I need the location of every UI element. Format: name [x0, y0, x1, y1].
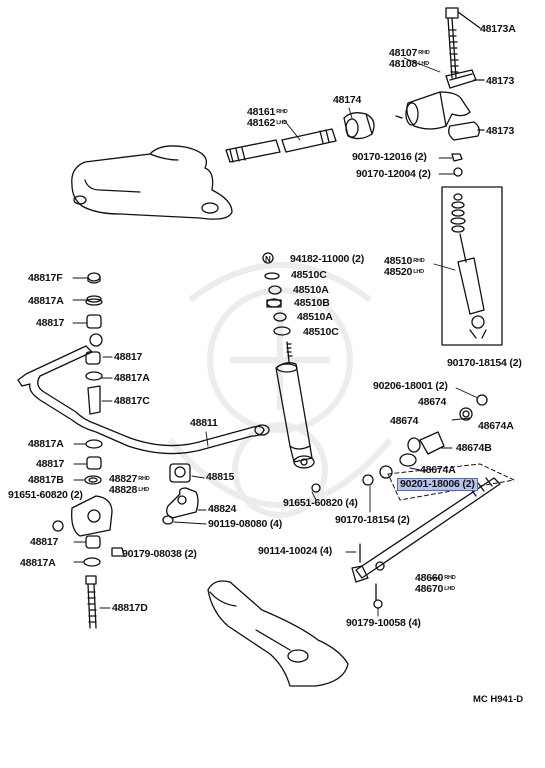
stopper-upper	[445, 69, 477, 89]
label-48817-4[interactable]: 48817	[30, 536, 59, 548]
label-48674A-2[interactable]: 48674A	[420, 464, 456, 476]
label-48674B[interactable]: 48674B	[456, 442, 492, 454]
svg-text:N: N	[265, 255, 271, 264]
stabilizer-bar	[17, 345, 270, 455]
label-90170-18154-top[interactable]: 90170-18154 (2)	[447, 357, 522, 369]
label-48510A-top[interactable]: 48510A	[293, 284, 329, 296]
label-90170-12016[interactable]: 90170-12016 (2)	[352, 151, 427, 163]
label-90170-18154-bottom[interactable]: 90170-18154 (2)	[335, 514, 410, 526]
shock-absorber	[275, 341, 315, 469]
label-48107[interactable]: 48107RHD	[389, 47, 430, 59]
label-90114-10024[interactable]: 90114-10024 (4)	[258, 545, 333, 557]
label-48510A-bottom[interactable]: 48510A	[297, 311, 333, 323]
lower-control-arm	[207, 580, 349, 687]
label-48674A-1[interactable]: 48674A	[478, 420, 514, 432]
upper-bushing	[343, 112, 375, 140]
label-48674-1[interactable]: 48674	[418, 396, 447, 408]
label-48173A[interactable]: 48173A	[480, 23, 516, 35]
label-94182-11000[interactable]: 94182-11000 (2)	[290, 253, 365, 265]
label-48660[interactable]: 48660RHD	[415, 572, 456, 584]
nut-90170-12004	[453, 167, 463, 177]
label-48817F[interactable]: 48817F	[28, 272, 63, 284]
label-48827[interactable]: 48827RHD	[109, 473, 150, 485]
label-48828[interactable]: 48828LHD	[109, 484, 149, 496]
bushing-stack: N	[262, 252, 291, 336]
label-48811[interactable]: 48811	[190, 417, 218, 429]
label-48510B[interactable]: 48510B	[294, 297, 330, 309]
label-48674-2[interactable]: 48674	[390, 415, 419, 427]
label-90170-12004[interactable]: 90170-12004 (2)	[356, 168, 431, 180]
label-91651-60820-right[interactable]: 91651-60820 (4)	[283, 497, 358, 509]
label-90179-08038[interactable]: 90179-08038 (2)	[122, 548, 197, 560]
upper-arm-shaft	[225, 128, 337, 163]
stabilizer-link-parts	[52, 272, 125, 629]
label-48817-1[interactable]: 48817	[36, 317, 65, 329]
label-90201-18006-highlighted[interactable]: 90201-18006 (2)	[397, 478, 478, 491]
label-48817-2[interactable]: 48817	[114, 351, 143, 363]
label-48817C[interactable]: 48817C	[114, 395, 150, 407]
label-48510C-bottom[interactable]: 48510C	[303, 326, 339, 338]
label-90119-08080[interactable]: 90119-08080 (4)	[208, 518, 283, 530]
upper-control-arm	[71, 145, 233, 220]
strut-bar-bushings	[311, 394, 488, 493]
label-48817D[interactable]: 48817D	[112, 602, 148, 614]
label-48173-upper[interactable]: 48173	[486, 75, 515, 87]
label-48817-3[interactable]: 48817	[36, 458, 65, 470]
label-48817A-4[interactable]: 48817A	[20, 557, 56, 569]
nut-90170-12016	[451, 153, 463, 162]
label-48510C-top[interactable]: 48510C	[291, 269, 327, 281]
shock-absorber-small	[450, 193, 487, 339]
label-48174[interactable]: 48174	[333, 94, 362, 106]
label-48817A-2[interactable]: 48817A	[114, 372, 150, 384]
label-48173-lower[interactable]: 48173	[486, 125, 515, 137]
label-48815[interactable]: 48815	[206, 471, 235, 483]
diagram-code: MC H941-D	[473, 694, 524, 705]
label-90206-18001[interactable]: 90206-18001 (2)	[373, 380, 448, 392]
label-48510[interactable]: 48510RHD	[384, 255, 425, 267]
label-48824[interactable]: 48824	[208, 503, 237, 515]
label-48817B[interactable]: 48817B	[28, 474, 64, 486]
stopper-lower	[448, 121, 480, 141]
label-48108[interactable]: 48108LHD	[389, 58, 429, 70]
label-48161[interactable]: 48161RHD	[247, 106, 288, 118]
label-91651-60820-left[interactable]: 91651-60820 (2)	[8, 489, 83, 501]
bolt-48173A	[445, 7, 481, 79]
label-90179-10058[interactable]: 90179-10058 (4)	[346, 617, 421, 629]
stabilizer-bracket	[162, 463, 199, 525]
label-48162[interactable]: 48162LHD	[247, 117, 287, 129]
label-48817A-3[interactable]: 48817A	[28, 438, 64, 450]
label-48670[interactable]: 48670LHD	[415, 583, 455, 595]
label-48520[interactable]: 48520LHD	[384, 266, 424, 278]
watermark-emblem	[167, 262, 393, 518]
torsion-bar-arm	[395, 91, 471, 130]
label-48817A-1[interactable]: 48817A	[28, 295, 64, 307]
